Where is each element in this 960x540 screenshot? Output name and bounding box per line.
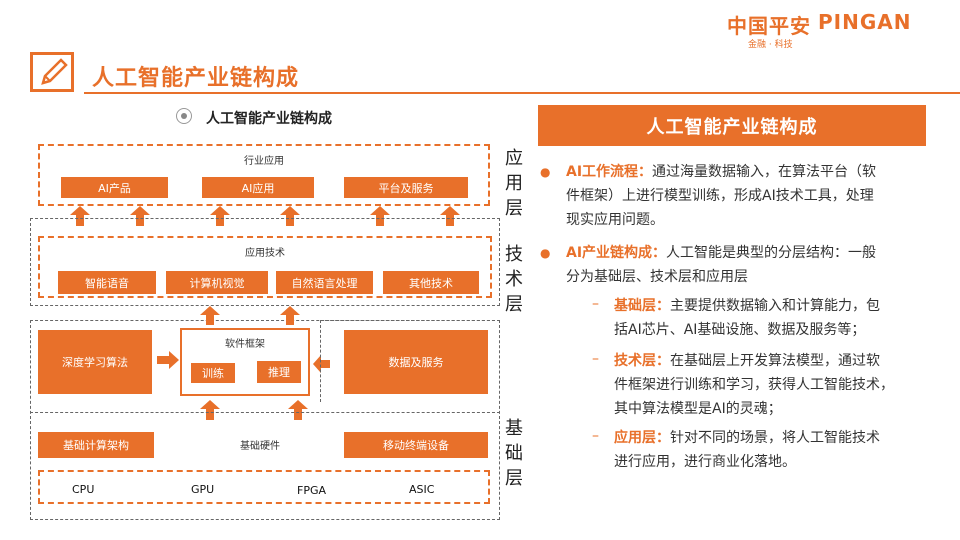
up-arrow-icon bbox=[280, 306, 300, 325]
sub-foundation: 基础层：主要提供数据输入和计算能力，包 括AI芯片、AI基础设施、数据及服务等； bbox=[614, 294, 944, 342]
header-divider bbox=[84, 92, 960, 94]
bullet-line: 现实应用问题。 bbox=[566, 212, 664, 228]
app-layer-caption: 行业应用 bbox=[244, 156, 284, 167]
layer-label-application: 应用层 bbox=[504, 146, 524, 221]
sub-key: 基础层： bbox=[614, 298, 670, 314]
up-arrow-icon bbox=[200, 400, 220, 420]
platform-service-box: 平台及服务 bbox=[344, 177, 468, 198]
compute-arch-box: 基础计算架构 bbox=[38, 432, 154, 458]
bullet-line: 分为基础层、技术层和应用层 bbox=[566, 269, 748, 285]
sub-line: 括AI芯片、AI基础设施、数据及服务等； bbox=[614, 322, 866, 338]
ai-application-box: AI应用 bbox=[202, 177, 314, 198]
bullet-chain: AI产业链构成：人工智能是典型的分层结构：一般 分为基础层、技术层和应用层 bbox=[566, 241, 936, 289]
up-arrows-row-1 bbox=[70, 206, 460, 226]
up-arrows-row-3 bbox=[200, 400, 308, 420]
nlp-box: 自然语言处理 bbox=[276, 271, 373, 294]
layer-label-text: 技术层 bbox=[505, 244, 523, 315]
sub-line: 在基础层上开发算法模型，通过软 bbox=[670, 353, 880, 369]
data-service-region bbox=[320, 320, 500, 402]
bullet-line: 通过海量数据输入，在算法平台（软 bbox=[652, 164, 877, 180]
chip-row-box bbox=[38, 470, 490, 504]
up-arrow-icon bbox=[370, 206, 390, 226]
framework-caption: 软件框架 bbox=[225, 339, 265, 350]
inference-box: 推理 bbox=[256, 360, 302, 384]
hardware-divider bbox=[30, 412, 500, 413]
chip-asic: ASIC bbox=[409, 483, 435, 496]
other-tech-box: 其他技术 bbox=[383, 271, 479, 294]
framework-box bbox=[180, 328, 310, 396]
page-title: 人工智能产业链构成 bbox=[92, 66, 300, 91]
data-service-box: 数据及服务 bbox=[344, 330, 488, 394]
left-arrow-icon bbox=[313, 355, 330, 373]
right-arrow-icon bbox=[157, 351, 179, 369]
vision-box: 计算机视觉 bbox=[166, 271, 268, 294]
brand-slogan: 金融 · 科技 bbox=[748, 40, 793, 50]
chip-fpga: FPGA bbox=[297, 484, 327, 497]
layer-label-text: 基础层 bbox=[505, 418, 523, 489]
foundation-layer-outer bbox=[30, 320, 500, 520]
bullet-key: AI工作流程： bbox=[566, 164, 653, 180]
up-arrow-icon bbox=[70, 206, 90, 226]
sub-key: 技术层： bbox=[614, 353, 670, 369]
tech-layer-box bbox=[38, 236, 492, 298]
up-arrow-icon bbox=[288, 400, 308, 420]
layer-label-text: 应用层 bbox=[505, 148, 523, 219]
tech-layer-caption: 应用技术 bbox=[245, 248, 285, 259]
layer-label-technology: 技术层 bbox=[504, 242, 524, 317]
brand-logo-cn: 中国平安 bbox=[727, 14, 811, 38]
bullet-workflow: AI工作流程：通过海量数据输入，在算法平台（软 件框架）上进行模型训练，形成AI… bbox=[566, 160, 936, 232]
sub-application: 应用层：针对不同的场景，将人工智能技术 进行应用，进行商业化落地。 bbox=[614, 426, 944, 474]
dash-icon: – bbox=[592, 428, 599, 444]
up-arrow-icon bbox=[130, 206, 150, 226]
diagram-title: 人工智能产业链构成 bbox=[206, 111, 332, 127]
deep-learning-box: 深度学习算法 bbox=[38, 330, 152, 394]
bullet-icon: ● bbox=[540, 246, 551, 260]
mobile-device-box: 移动终端设备 bbox=[344, 432, 488, 458]
brand-logo-en: PINGAN bbox=[818, 10, 912, 34]
layer-label-foundation: 基础层 bbox=[504, 416, 524, 491]
bullet-key: AI产业链构成： bbox=[566, 245, 667, 261]
panel-heading: 人工智能产业链构成 bbox=[538, 105, 926, 146]
up-arrow-icon bbox=[210, 206, 230, 226]
chip-cpu: CPU bbox=[72, 483, 95, 496]
dash-icon: – bbox=[592, 296, 599, 312]
sub-key: 应用层： bbox=[614, 430, 670, 446]
training-box: 训练 bbox=[190, 362, 236, 384]
sub-line: 其中算法模型是AI的灵魂； bbox=[614, 401, 782, 417]
speech-box: 智能语音 bbox=[58, 271, 156, 294]
radio-icon bbox=[176, 108, 192, 124]
hardware-caption: 基础硬件 bbox=[240, 441, 280, 452]
bullet-line: 件框架）上进行模型训练，形成AI技术工具，处理 bbox=[566, 188, 874, 204]
sub-line: 主要提供数据输入和计算能力，包 bbox=[670, 298, 880, 314]
app-layer-box bbox=[38, 144, 490, 206]
up-arrow-icon bbox=[200, 306, 220, 325]
tech-layer-outer bbox=[30, 218, 500, 306]
sub-line: 件框架进行训练和学习，获得人工智能技术， bbox=[614, 377, 894, 393]
dash-icon: – bbox=[592, 351, 599, 367]
sub-line: 进行应用，进行商业化落地。 bbox=[614, 454, 796, 470]
up-arrow-icon bbox=[280, 206, 300, 226]
up-arrow-icon bbox=[440, 206, 460, 226]
sub-line: 针对不同的场景，将人工智能技术 bbox=[670, 430, 880, 446]
chip-gpu: GPU bbox=[191, 483, 215, 496]
up-arrows-row-2 bbox=[200, 306, 300, 325]
ai-product-box: AI产品 bbox=[61, 177, 168, 198]
sub-technology: 技术层：在基础层上开发算法模型，通过软 件框架进行训练和学习，获得人工智能技术，… bbox=[614, 349, 944, 421]
bullet-icon: ● bbox=[540, 165, 551, 179]
edit-icon bbox=[30, 52, 74, 92]
bullet-line: 人工智能是典型的分层结构：一般 bbox=[666, 245, 877, 261]
